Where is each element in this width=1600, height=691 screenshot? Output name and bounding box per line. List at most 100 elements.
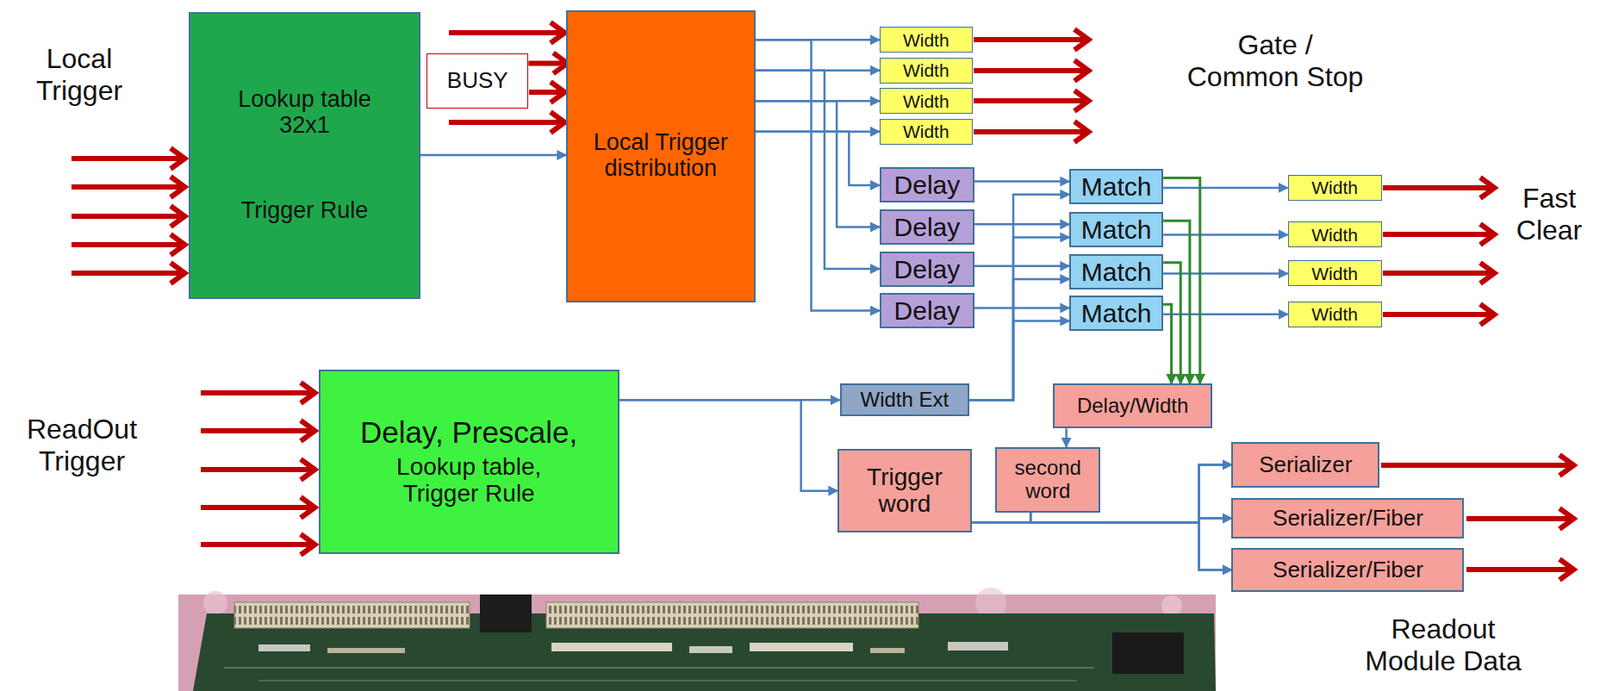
connector-arrow — [619, 399, 838, 491]
connector-arrow — [1163, 304, 1171, 384]
input-arrow — [200, 428, 314, 434]
connector-arrow — [755, 131, 880, 186]
output-arrow — [1382, 270, 1494, 276]
output-arrow — [1382, 185, 1494, 191]
input-arrow — [71, 155, 184, 162]
board-connector — [546, 602, 919, 629]
connector-arrow — [1163, 262, 1181, 385]
connector-arrow — [420, 154, 567, 157]
connector-arrow — [528, 60, 567, 66]
box-text: Width — [902, 30, 950, 50]
connector-arrow — [974, 306, 1070, 310]
box-text: Serializer — [1258, 452, 1352, 478]
output-arrow — [973, 98, 1088, 104]
width-box: Width — [1288, 174, 1383, 201]
width-box: Width — [1288, 221, 1383, 248]
input-arrow — [200, 466, 314, 473]
input-arrow — [71, 213, 184, 219]
box-text: Match — [1081, 298, 1152, 328]
board-component — [689, 646, 733, 654]
box-text: Width — [902, 91, 950, 112]
box-text: Delay — [894, 170, 961, 200]
second-word-box: second word — [995, 447, 1101, 513]
connector-arrow — [755, 39, 880, 311]
box-text: Delay — [894, 212, 961, 242]
output-arrow — [1382, 231, 1494, 237]
board-trace — [224, 666, 1095, 669]
input-arrow — [200, 504, 314, 511]
box-text: Width — [1311, 177, 1358, 198]
connector-arrow — [1163, 220, 1190, 384]
signal-label: ReadOut Trigger — [17, 413, 147, 478]
output-arrow — [1466, 566, 1573, 573]
board-component — [749, 642, 853, 652]
input-arrow — [200, 390, 314, 396]
connector-arrow — [974, 265, 1070, 268]
box-text: Local Trigger distribution — [572, 130, 749, 181]
box-text: Width — [902, 60, 950, 81]
box-text: Delay, Prescale, — [360, 416, 578, 450]
box-text: Delay — [894, 255, 961, 284]
board-component — [551, 642, 673, 652]
serializer-box: Serializer/Fiber — [1231, 547, 1464, 592]
width-box: Width — [879, 87, 973, 114]
trigger-word-box: Trigger word — [837, 448, 972, 533]
box-text: Delay — [894, 296, 961, 325]
match-box: Match — [1069, 295, 1164, 331]
delay-box: Delay — [879, 292, 975, 329]
photo-background — [178, 594, 1216, 691]
box-text: Trigger word — [843, 464, 965, 518]
board-component — [947, 641, 1009, 651]
box-text: Serializer/Fiber — [1272, 557, 1424, 583]
board-chip — [1112, 632, 1184, 674]
box-text: Match — [1081, 257, 1152, 287]
connector-arrow — [1163, 233, 1288, 237]
output-arrow — [973, 129, 1088, 135]
board-connector — [479, 594, 532, 633]
delay-box: Delay — [879, 251, 975, 287]
connector-arrow — [1163, 177, 1201, 384]
lookup-table-box: Lookup table 32x1Trigger Rule — [188, 12, 421, 299]
width-box: Width — [879, 26, 973, 53]
box-text: BUSY — [447, 68, 509, 94]
board-component — [327, 647, 405, 654]
busy-box: BUSY — [426, 53, 529, 109]
box-text: Lookup table, Trigger Rule — [369, 454, 568, 508]
box-text: Width — [1311, 224, 1358, 245]
output-arrow — [973, 37, 1088, 43]
connector-arrow — [1030, 512, 1232, 571]
input-arrow — [529, 89, 564, 95]
signal-label: Local Trigger — [23, 43, 136, 107]
box-text: Serializer/Fiber — [1272, 505, 1424, 531]
trigger-logic-box: Delay, Prescale, Lookup table, Trigger Ru… — [318, 369, 620, 555]
box-text: Width — [1311, 263, 1358, 284]
input-arrow — [71, 270, 184, 276]
width-box: Width — [1288, 301, 1383, 328]
output-arrow — [1466, 516, 1573, 522]
box-text: Match — [1081, 172, 1152, 201]
box-text: Width Ext — [860, 388, 950, 411]
connector-arrow — [1030, 512, 1232, 523]
width-box: Width — [879, 118, 973, 145]
match-box: Match — [1069, 254, 1164, 290]
signal-label: Gate / Common Stop — [1182, 29, 1369, 94]
output-arrow — [1382, 311, 1494, 318]
connector-arrow — [974, 223, 1070, 226]
box-text: Delay/Width — [1077, 394, 1189, 418]
input-arrow — [448, 119, 564, 125]
connector-arrow — [755, 70, 880, 269]
board-component — [870, 647, 905, 654]
connector-arrow — [969, 236, 1070, 400]
connector-arrow — [971, 522, 1233, 570]
board-connector — [234, 602, 470, 629]
serializer-box: Serializer/Fiber — [1231, 498, 1464, 539]
serializer-box: Serializer — [1231, 442, 1380, 488]
delay-box: Delay — [879, 209, 975, 245]
connector-arrow — [1163, 186, 1288, 190]
connector-arrow — [1163, 272, 1288, 275]
match-box: Match — [1069, 211, 1164, 248]
width-box: Width — [1288, 260, 1383, 287]
photo-background — [1161, 595, 1183, 617]
delay-width-box: Delay/Width — [1052, 383, 1213, 429]
input-arrow — [71, 242, 184, 248]
